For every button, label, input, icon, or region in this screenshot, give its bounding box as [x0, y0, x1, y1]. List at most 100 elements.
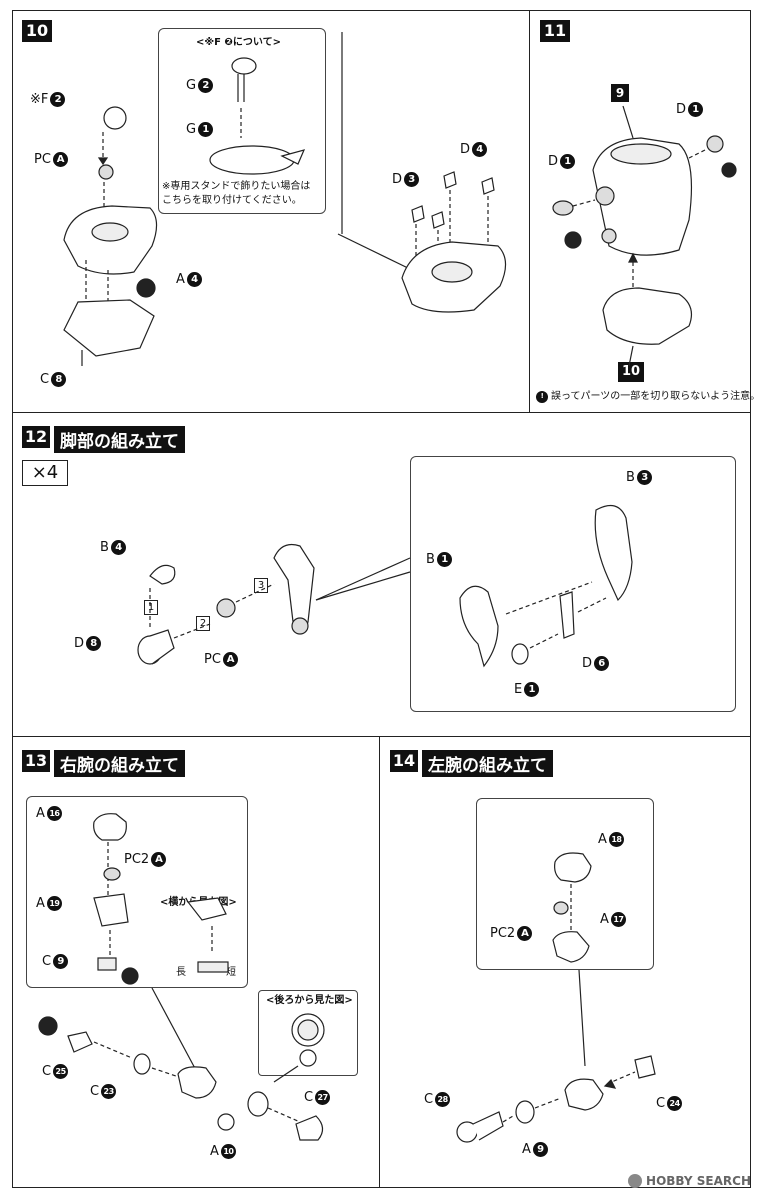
- part-a16: [93, 813, 127, 841]
- label-d1-right-letter: D: [676, 102, 687, 117]
- label-d1-left: D 1: [548, 154, 576, 169]
- label-c25-num: 25: [53, 1064, 69, 1079]
- step11-number: 11: [540, 20, 570, 42]
- label-a18-num: 18: [608, 832, 624, 847]
- label-c25-letter: C: [42, 1064, 52, 1079]
- caution-mark-back: [299, 1049, 317, 1067]
- step10-drawing: [63, 32, 507, 366]
- label-pca: PC A: [34, 152, 68, 167]
- step10-inset-note: ※専用スタンドで飾りたい場合は こちらを取り付けてください。: [162, 180, 310, 207]
- part-d6: [559, 591, 575, 639]
- label-b4: B 4: [100, 540, 126, 555]
- label-b1-letter: B: [426, 552, 435, 567]
- label-d8-letter: D: [74, 636, 85, 651]
- step12-title: 脚部の組み立て: [54, 426, 185, 453]
- label-b1: B 1: [426, 552, 452, 567]
- step12-number: 12: [22, 426, 50, 448]
- label-g2: G 2: [186, 78, 214, 93]
- label-d1-left-num: 1: [560, 154, 576, 169]
- part-b4-cap: [149, 564, 176, 585]
- part-leg-arm: [273, 543, 315, 633]
- label-pc2a-right-num: A: [151, 852, 167, 867]
- label-c8: C 8: [40, 372, 67, 387]
- step14-number: 14: [390, 750, 418, 772]
- step13-drawing: [38, 813, 325, 1141]
- watermark-text: HOBBY SEARCH: [646, 1174, 751, 1188]
- label-a19-num: 19: [46, 896, 62, 911]
- part-g2-peg: [231, 57, 257, 75]
- label-pca-letter: PC: [34, 152, 51, 167]
- caution-note-text: 誤ってパーツの一部を切り取らないよう注意。: [551, 391, 761, 402]
- caution-mark-a10: [217, 1113, 235, 1131]
- part-c24: [634, 1055, 656, 1079]
- label-d1-right-num: 1: [688, 102, 704, 117]
- caution-icon: [136, 278, 156, 298]
- label-c23: C 23: [90, 1084, 117, 1099]
- label-a4-letter: A: [176, 272, 185, 287]
- back-view-label: <後ろから見た図>: [266, 995, 353, 1006]
- label-c24-letter: C: [656, 1096, 666, 1111]
- part-d3-a: [411, 205, 425, 223]
- label-c27-letter: C: [304, 1090, 314, 1105]
- step14-panel: [379, 736, 751, 1188]
- label-g2-num: 2: [198, 78, 214, 93]
- label-a17: A 17: [600, 912, 626, 927]
- label-f2: ※F 2: [30, 92, 66, 107]
- label-d4-num: 4: [472, 142, 488, 157]
- label-pc2a-left-letter: PC2: [490, 926, 516, 941]
- label-pc2a-left: PC2 A: [490, 926, 533, 941]
- part-c8-base: [63, 299, 155, 357]
- long-label: 長: [176, 967, 186, 978]
- label-b1-num: 1: [436, 552, 452, 567]
- part-pc2a-left: [553, 901, 569, 915]
- label-d8-num: 8: [86, 636, 102, 651]
- label-a16-letter: A: [36, 806, 45, 821]
- part-c25-icon: [38, 1016, 58, 1036]
- label-a9: A 9: [522, 1142, 548, 1157]
- label-a19: A 19: [36, 896, 62, 911]
- step12-inset-box: [410, 456, 736, 712]
- label-d3: D 3: [392, 172, 420, 187]
- part-pc2a: [103, 867, 121, 881]
- label-c27-num: 27: [315, 1090, 331, 1105]
- label-d4: D 4: [460, 142, 488, 157]
- label-pca-num: A: [52, 152, 68, 167]
- part-pca-joint: [98, 164, 114, 180]
- label-d6-letter: D: [582, 656, 593, 671]
- label-c28-letter: C: [424, 1092, 434, 1107]
- step10-inset-box: [158, 28, 326, 214]
- label-g2-letter: G: [186, 78, 197, 93]
- back-view-box: [258, 990, 358, 1076]
- label-f2-prefix: ※F: [30, 92, 49, 107]
- order-2: 2: [196, 616, 210, 631]
- watermark-logo-icon: [628, 1174, 643, 1188]
- label-a18: A 18: [598, 832, 624, 847]
- part-c25: [67, 1031, 93, 1053]
- label-pc2a-right: PC2 A: [124, 852, 167, 867]
- label-pc2a-left-num: A: [517, 926, 533, 941]
- label-pc2a-right-letter: PC2: [124, 852, 150, 867]
- label-a17-num: 17: [610, 912, 626, 927]
- label-c9-num: 9: [53, 954, 69, 969]
- step14-title: 左腕の組み立て: [422, 750, 553, 777]
- part-d3-b: [431, 211, 445, 229]
- label-c27: C 27: [304, 1090, 331, 1105]
- part-9-tag: 9: [611, 84, 629, 102]
- label-c9: C 9: [42, 954, 69, 969]
- part-forearm: [177, 1066, 217, 1099]
- label-c28: C 28: [424, 1092, 451, 1107]
- label-c25: C 25: [42, 1064, 69, 1079]
- label-b3-num: 3: [636, 470, 652, 485]
- label-b3-letter: B: [626, 470, 635, 485]
- part-e1-ring: [511, 643, 529, 665]
- label-e1-num: 1: [524, 682, 540, 697]
- label-c28-num: 28: [435, 1092, 451, 1107]
- label-c23-letter: C: [90, 1084, 100, 1099]
- part-9-body: [592, 137, 693, 256]
- label-pca-leg-letter: PC: [204, 652, 221, 667]
- label-a19-letter: A: [36, 896, 45, 911]
- label-b4-letter: B: [100, 540, 109, 555]
- label-c8-letter: C: [40, 372, 50, 387]
- part-d1-left: [552, 200, 574, 216]
- label-b3: B 3: [626, 470, 652, 485]
